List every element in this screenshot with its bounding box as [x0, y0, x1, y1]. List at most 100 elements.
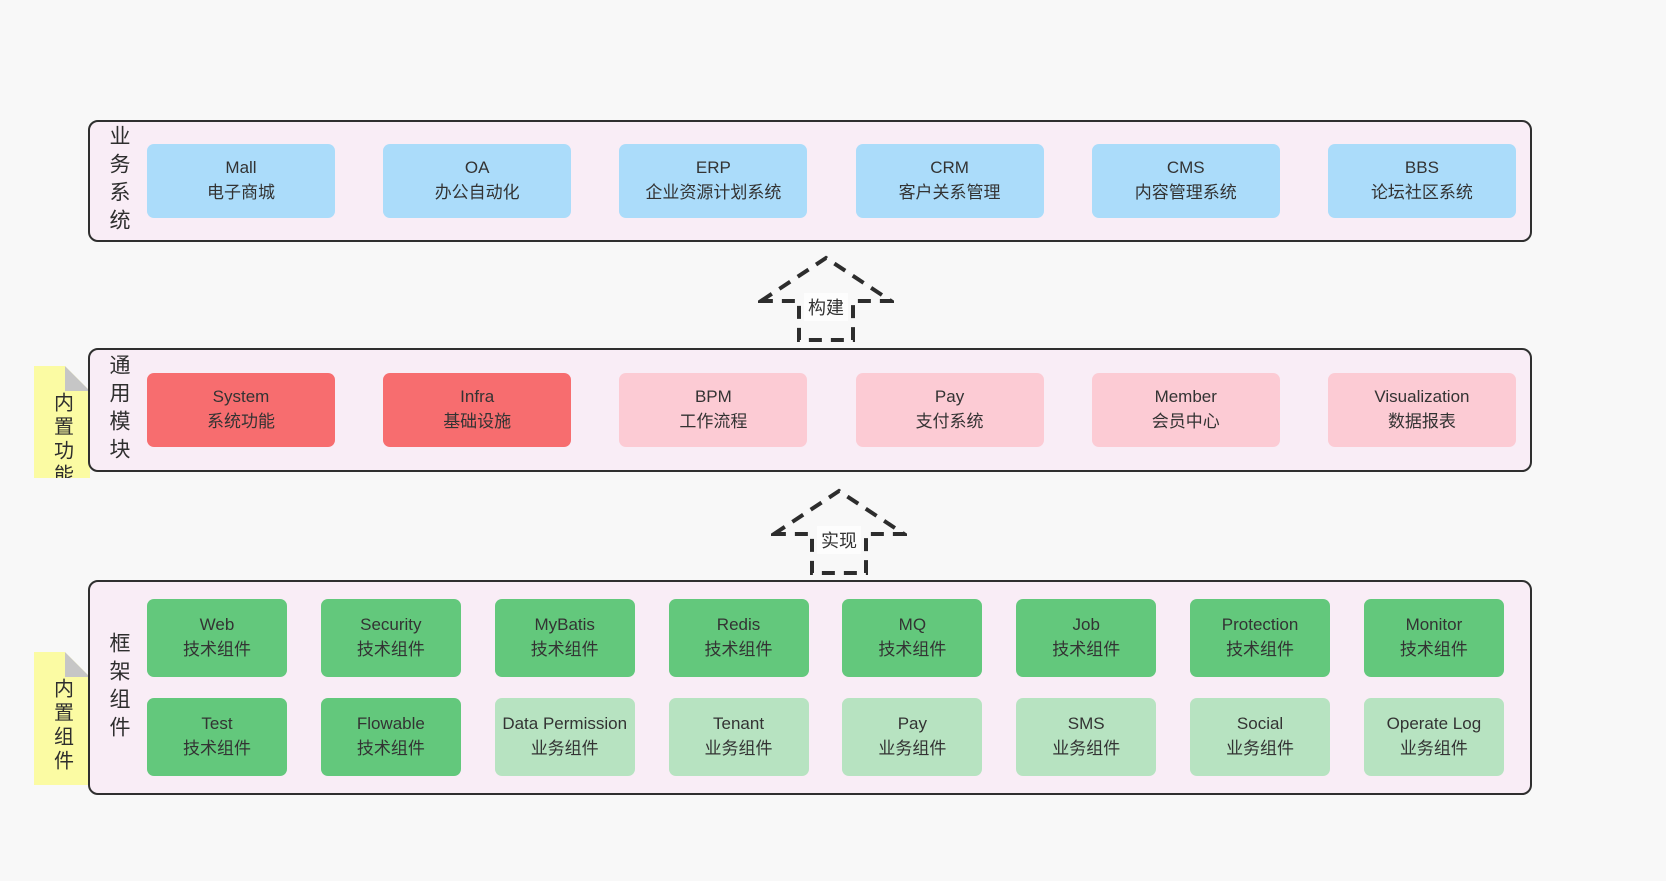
box-desc: 技术组件: [1052, 640, 1121, 659]
sticky-note-built-in-components: 内置组件: [34, 652, 90, 785]
box-desc: 基础设施: [443, 412, 512, 431]
box-cms: CMS 内容管理系统: [1091, 144, 1280, 218]
box-desc: 技术组件: [704, 640, 773, 659]
box-desc: 支付系统: [915, 412, 984, 431]
box-redis: Redis 技术组件: [668, 599, 809, 677]
box-desc: 业务组件: [1226, 739, 1295, 758]
box-member: Member 会员中心: [1091, 373, 1280, 447]
box-name: Flowable: [356, 714, 425, 734]
box-name: Tenant: [713, 714, 765, 734]
up-arrow-build-icon: 构建: [758, 255, 894, 343]
box-test: Test 技术组件: [147, 698, 287, 776]
box-desc: 业务组件: [1052, 739, 1121, 758]
business-systems-box-row: Mall 电子商城 OA 办公自动化 ERP 企业资源计划系统 CRM 客户关系…: [147, 144, 1516, 218]
box-name: Data Permission: [502, 714, 628, 734]
box-operate-log: Operate Log 业务组件: [1363, 698, 1504, 776]
box-bpm: BPM 工作流程: [619, 373, 808, 447]
dashed-up-arrow-icon: [758, 255, 894, 342]
sticky-note-built-in-features: 内置功能: [34, 366, 90, 478]
box-desc: 业务组件: [530, 739, 599, 758]
band-framework-components: 框架组件 Web 技术组件 Security 技术组件 MyBatis 技术组件…: [88, 580, 1532, 795]
box-name: Infra: [460, 387, 495, 407]
box-data-permission: Data Permission 业务组件: [494, 698, 635, 776]
box-pay-component: Pay 业务组件: [842, 698, 983, 776]
box-desc: 技术组件: [183, 640, 251, 659]
box-name: Job: [1072, 615, 1100, 635]
box-security: Security 技术组件: [320, 599, 461, 677]
box-desc: 系统功能: [207, 412, 275, 431]
box-name: CRM: [930, 158, 969, 178]
box-desc: 客户关系管理: [898, 183, 1001, 202]
box-flowable: Flowable 技术组件: [320, 698, 461, 776]
box-tenant: Tenant 业务组件: [668, 698, 809, 776]
box-name: Monitor: [1405, 615, 1463, 635]
box-name: Member: [1154, 387, 1217, 407]
arrow-label-build: 构建: [804, 293, 848, 321]
box-monitor: Monitor 技术组件: [1363, 599, 1504, 677]
box-name: Web: [199, 615, 235, 635]
box-pay-system: Pay 支付系统: [855, 373, 1044, 447]
box-desc: 技术组件: [356, 739, 425, 758]
box-desc: 工作流程: [679, 412, 748, 431]
framework-row-2: Test 技术组件 Flowable 技术组件 Data Permission …: [147, 698, 1504, 776]
box-web: Web 技术组件: [147, 599, 287, 677]
box-desc: 企业资源计划系统: [645, 183, 782, 202]
box-mall: Mall 电子商城: [147, 144, 335, 218]
box-desc: 内容管理系统: [1134, 183, 1237, 202]
box-crm: CRM 客户关系管理: [855, 144, 1044, 218]
box-name: MQ: [898, 615, 927, 635]
box-name: Operate Log: [1386, 714, 1482, 734]
box-visualization: Visualization 数据报表: [1327, 373, 1516, 447]
box-desc: 论坛社区系统: [1370, 183, 1473, 202]
box-name: Visualization: [1374, 387, 1470, 407]
box-desc: 技术组件: [530, 640, 599, 659]
band-label-common-modules: 通用模块: [107, 354, 130, 466]
box-name: BPM: [694, 387, 732, 407]
box-name: Pay: [934, 387, 965, 407]
box-name: ERP: [695, 158, 731, 178]
box-sms: SMS 业务组件: [1016, 698, 1157, 776]
band-common-modules: 通用模块 System 系统功能 Infra 基础设施 BPM 工作流程 Pay…: [88, 348, 1532, 472]
box-system: System 系统功能: [147, 373, 335, 447]
box-name: Redis: [716, 615, 761, 635]
box-bbs: BBS 论坛社区系统: [1327, 144, 1516, 218]
box-desc: 技术组件: [878, 640, 947, 659]
box-desc: 技术组件: [1226, 640, 1295, 659]
arrow-label-implement: 实现: [817, 526, 861, 554]
box-desc: 业务组件: [1399, 739, 1468, 758]
box-name: CMS: [1166, 158, 1205, 178]
box-infra: Infra 基础设施: [383, 373, 572, 447]
note-fold-corner-icon: [65, 652, 90, 677]
box-desc: 业务组件: [878, 739, 947, 758]
box-name: SMS: [1067, 714, 1105, 734]
box-desc: 技术组件: [356, 640, 425, 659]
box-desc: 技术组件: [1399, 640, 1468, 659]
box-desc: 业务组件: [704, 739, 773, 758]
band-label-framework-components: 框架组件: [107, 631, 130, 744]
dashed-up-arrow-icon: [771, 488, 907, 575]
box-protection: Protection 技术组件: [1190, 599, 1331, 677]
box-name: Pay: [897, 714, 928, 734]
box-desc: 办公自动化: [434, 183, 520, 202]
box-name: Social: [1236, 714, 1284, 734]
box-social: Social 业务组件: [1190, 698, 1331, 776]
box-name: Security: [360, 615, 422, 635]
note-label: 内置功能: [50, 392, 73, 488]
box-name: Protection: [1221, 615, 1299, 635]
framework-components-rows: Web 技术组件 Security 技术组件 MyBatis 技术组件 Redi…: [147, 599, 1504, 776]
box-oa: OA 办公自动化: [383, 144, 572, 218]
box-mybatis: MyBatis 技术组件: [494, 599, 635, 677]
box-name: System: [212, 387, 270, 407]
band-business-systems: 业务系统 Mall 电子商城 OA 办公自动化 ERP 企业资源计划系统 CRM…: [88, 120, 1532, 242]
box-name: BBS: [1404, 158, 1439, 178]
box-desc: 电子商城: [207, 183, 275, 202]
up-arrow-implement-icon: 实现: [771, 488, 907, 576]
box-mq: MQ 技术组件: [842, 599, 983, 677]
box-job: Job 技术组件: [1016, 599, 1157, 677]
box-name: Mall: [225, 158, 257, 178]
common-modules-box-row: System 系统功能 Infra 基础设施 BPM 工作流程 Pay 支付系统…: [147, 373, 1516, 447]
framework-row-1: Web 技术组件 Security 技术组件 MyBatis 技术组件 Redi…: [147, 599, 1504, 677]
box-name: OA: [464, 158, 490, 178]
box-name: Test: [201, 714, 233, 734]
band-label-business-systems: 业务系统: [107, 125, 130, 237]
